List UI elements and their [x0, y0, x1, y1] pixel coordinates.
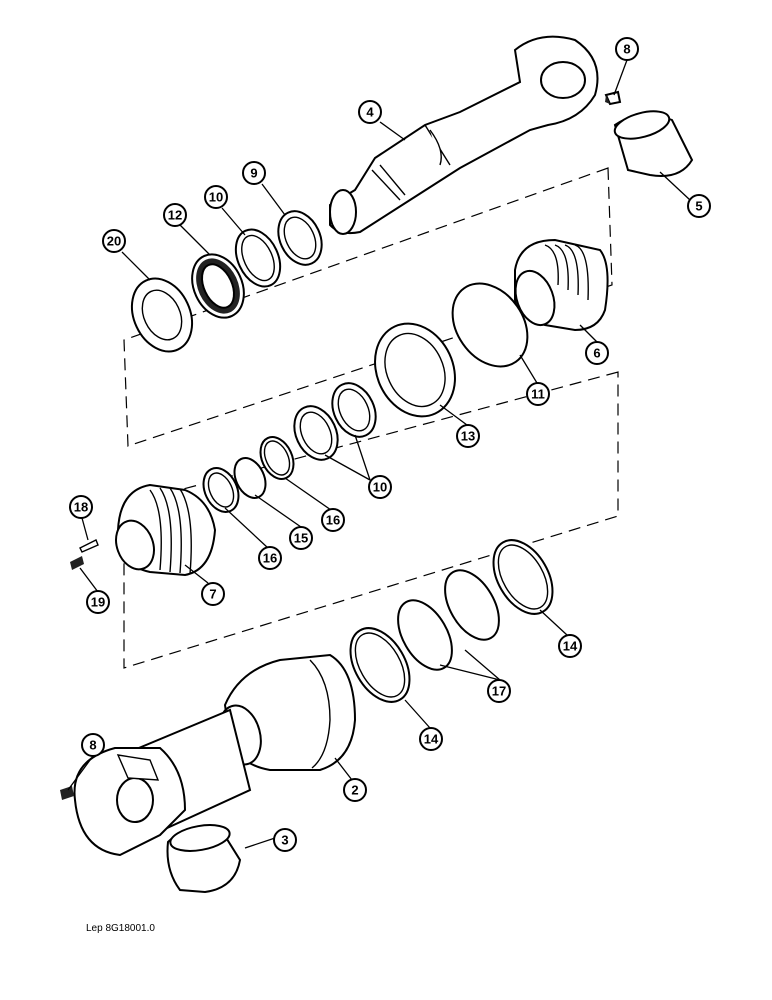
svg-text:4: 4 [366, 105, 374, 120]
pin-and-setscrew [70, 539, 99, 570]
svg-text:14: 14 [563, 639, 578, 654]
callout-3: 3 [273, 828, 297, 852]
svg-text:8: 8 [623, 42, 630, 57]
svg-text:17: 17 [492, 684, 506, 699]
callout-8-top: 8 [615, 37, 639, 61]
callout-14-right: 14 [558, 634, 582, 658]
svg-text:9: 9 [250, 166, 257, 181]
svg-text:16: 16 [263, 551, 277, 566]
callout-17: 17 [487, 679, 511, 703]
callout-4: 4 [358, 100, 382, 124]
lower-rings [349, 539, 554, 703]
callout-5: 5 [687, 194, 711, 218]
callout-8-bottom: 8 [81, 733, 105, 757]
svg-text:11: 11 [531, 387, 545, 402]
bushing-bottom [166, 824, 242, 894]
middle-rings [202, 382, 377, 513]
callout-2: 2 [343, 778, 367, 802]
cylinder-barrel [60, 653, 357, 857]
callout-16-left: 16 [258, 546, 282, 570]
callout-18: 18 [69, 495, 93, 519]
svg-text:5: 5 [695, 199, 702, 214]
figure-reference: Lep 8G18001.0 [86, 923, 155, 934]
callout-14-left: 14 [419, 727, 443, 751]
callout-6: 6 [585, 341, 609, 365]
assembly-dashed-lines [123, 167, 619, 669]
svg-text:20: 20 [107, 234, 121, 249]
svg-text:19: 19 [91, 595, 105, 610]
svg-text:2: 2 [351, 783, 358, 798]
callout-10-middle: 10 [368, 475, 392, 499]
svg-text:3: 3 [281, 833, 288, 848]
o-ring-large [451, 282, 529, 368]
callout-10-upper: 10 [204, 185, 228, 209]
piston-rod [329, 35, 599, 235]
callout-19: 19 [86, 590, 110, 614]
svg-text:12: 12 [168, 208, 182, 223]
svg-text:6: 6 [593, 346, 600, 361]
callout-20: 20 [102, 229, 126, 253]
svg-text:13: 13 [461, 429, 475, 444]
callout-7: 7 [201, 582, 225, 606]
cylinder-head [514, 238, 609, 332]
svg-text:14: 14 [424, 732, 439, 747]
bushing-top [613, 110, 694, 177]
upper-seal-rings [130, 210, 323, 353]
grease-fitting-top [604, 90, 622, 106]
callout-15: 15 [289, 526, 313, 550]
callout-9: 9 [242, 161, 266, 185]
callout-11: 11 [526, 382, 550, 406]
svg-text:10: 10 [209, 190, 223, 205]
callout-13: 13 [456, 424, 480, 448]
svg-text:18: 18 [74, 500, 88, 515]
callout-16-right: 16 [321, 508, 345, 532]
svg-text:8: 8 [89, 738, 96, 753]
wiper-ring [374, 322, 456, 418]
svg-text:15: 15 [294, 531, 308, 546]
svg-text:7: 7 [209, 587, 216, 602]
svg-text:10: 10 [373, 480, 387, 495]
callout-12: 12 [163, 203, 187, 227]
piston [115, 483, 217, 577]
svg-text:16: 16 [326, 513, 340, 528]
leader-lines [67, 59, 691, 849]
